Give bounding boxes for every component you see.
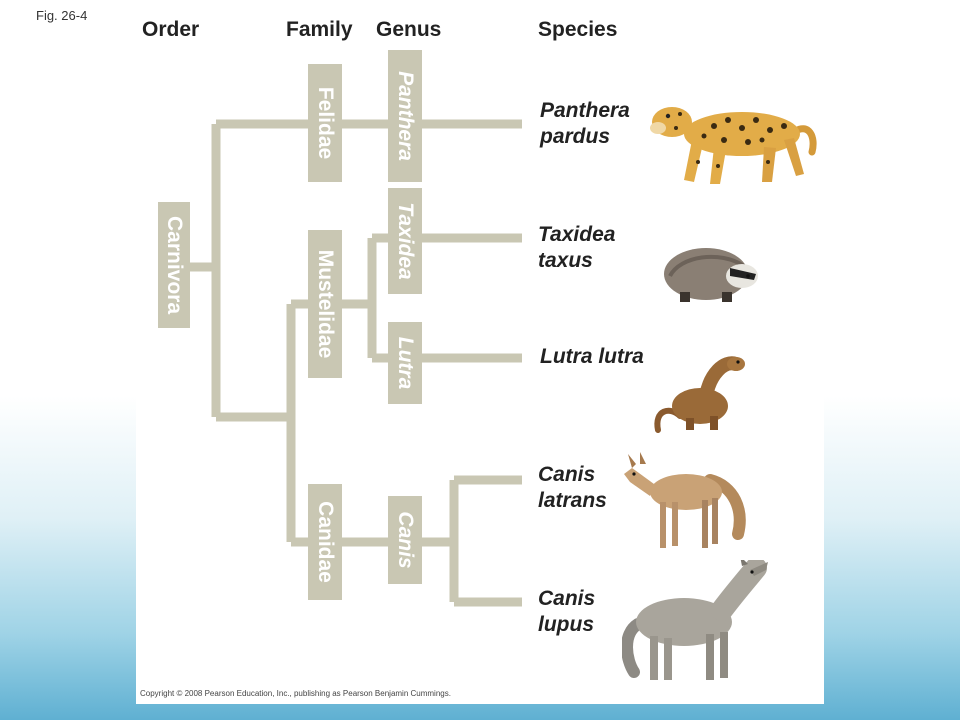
species-genus-text: Canis xyxy=(538,463,596,486)
order-label: Carnivora xyxy=(163,215,186,315)
coyote-illustration xyxy=(624,452,746,548)
leopard-illustration xyxy=(650,107,817,184)
species-genus-text: Lutra lutra xyxy=(540,345,644,368)
genus-box-taxidea: Taxidea xyxy=(388,188,422,294)
genus-label-panthera: Panthera xyxy=(394,71,417,161)
species-label-canis-lupus: Canis lupus xyxy=(538,586,595,638)
family-label-felidae: Felidae xyxy=(314,86,337,160)
species-label-panthera-pardus: Panthera pardus xyxy=(540,98,630,150)
genus-label-lutra: Lutra xyxy=(394,336,417,390)
species-label-lutra-lutra: Lutra lutra xyxy=(540,344,644,370)
genus-label-canis: Canis xyxy=(394,511,417,569)
family-box-felidae: Felidae xyxy=(308,64,342,182)
family-label-canidae: Canidae xyxy=(314,501,337,583)
figure-label: Fig. 26-4 xyxy=(36,8,88,23)
species-epithet-text: lupus xyxy=(538,613,594,636)
family-box-mustelidae: Mustelidae xyxy=(308,230,342,378)
genus-box-lutra: Lutra xyxy=(388,322,422,404)
species-genus-text: Canis xyxy=(538,587,596,610)
family-label-mustelidae: Mustelidae xyxy=(314,249,337,359)
phylogeny-panel: Order Family Genus Species Carnivora Fel… xyxy=(136,12,824,704)
species-epithet-text: pardus xyxy=(540,125,611,148)
copyright-notice: Copyright © 2008 Pearson Education, Inc.… xyxy=(140,689,451,698)
species-label-taxidea-taxus: Taxidea taxus xyxy=(538,222,615,274)
species-genus-text: Taxidea xyxy=(538,223,616,246)
wolf-illustration xyxy=(622,560,768,680)
species-genus-text: Panthera xyxy=(540,99,630,122)
order-box-carnivora: Carnivora xyxy=(158,202,190,328)
family-box-canidae: Canidae xyxy=(308,484,342,600)
tree-branches xyxy=(174,119,522,607)
species-epithet-text: latrans xyxy=(538,489,607,512)
header-species: Species xyxy=(538,18,618,41)
species-epithet-text: taxus xyxy=(538,249,593,272)
species-label-canis-latrans: Canis latrans xyxy=(538,462,607,514)
genus-box-panthera: Panthera xyxy=(388,50,422,182)
header-genus: Genus xyxy=(376,18,442,41)
header-order: Order xyxy=(142,18,200,41)
badger-illustration xyxy=(664,248,758,302)
genus-box-canis: Canis xyxy=(388,496,422,584)
otter-illustration xyxy=(654,356,745,433)
header-family: Family xyxy=(286,18,353,41)
genus-label-taxidea: Taxidea xyxy=(394,202,417,280)
